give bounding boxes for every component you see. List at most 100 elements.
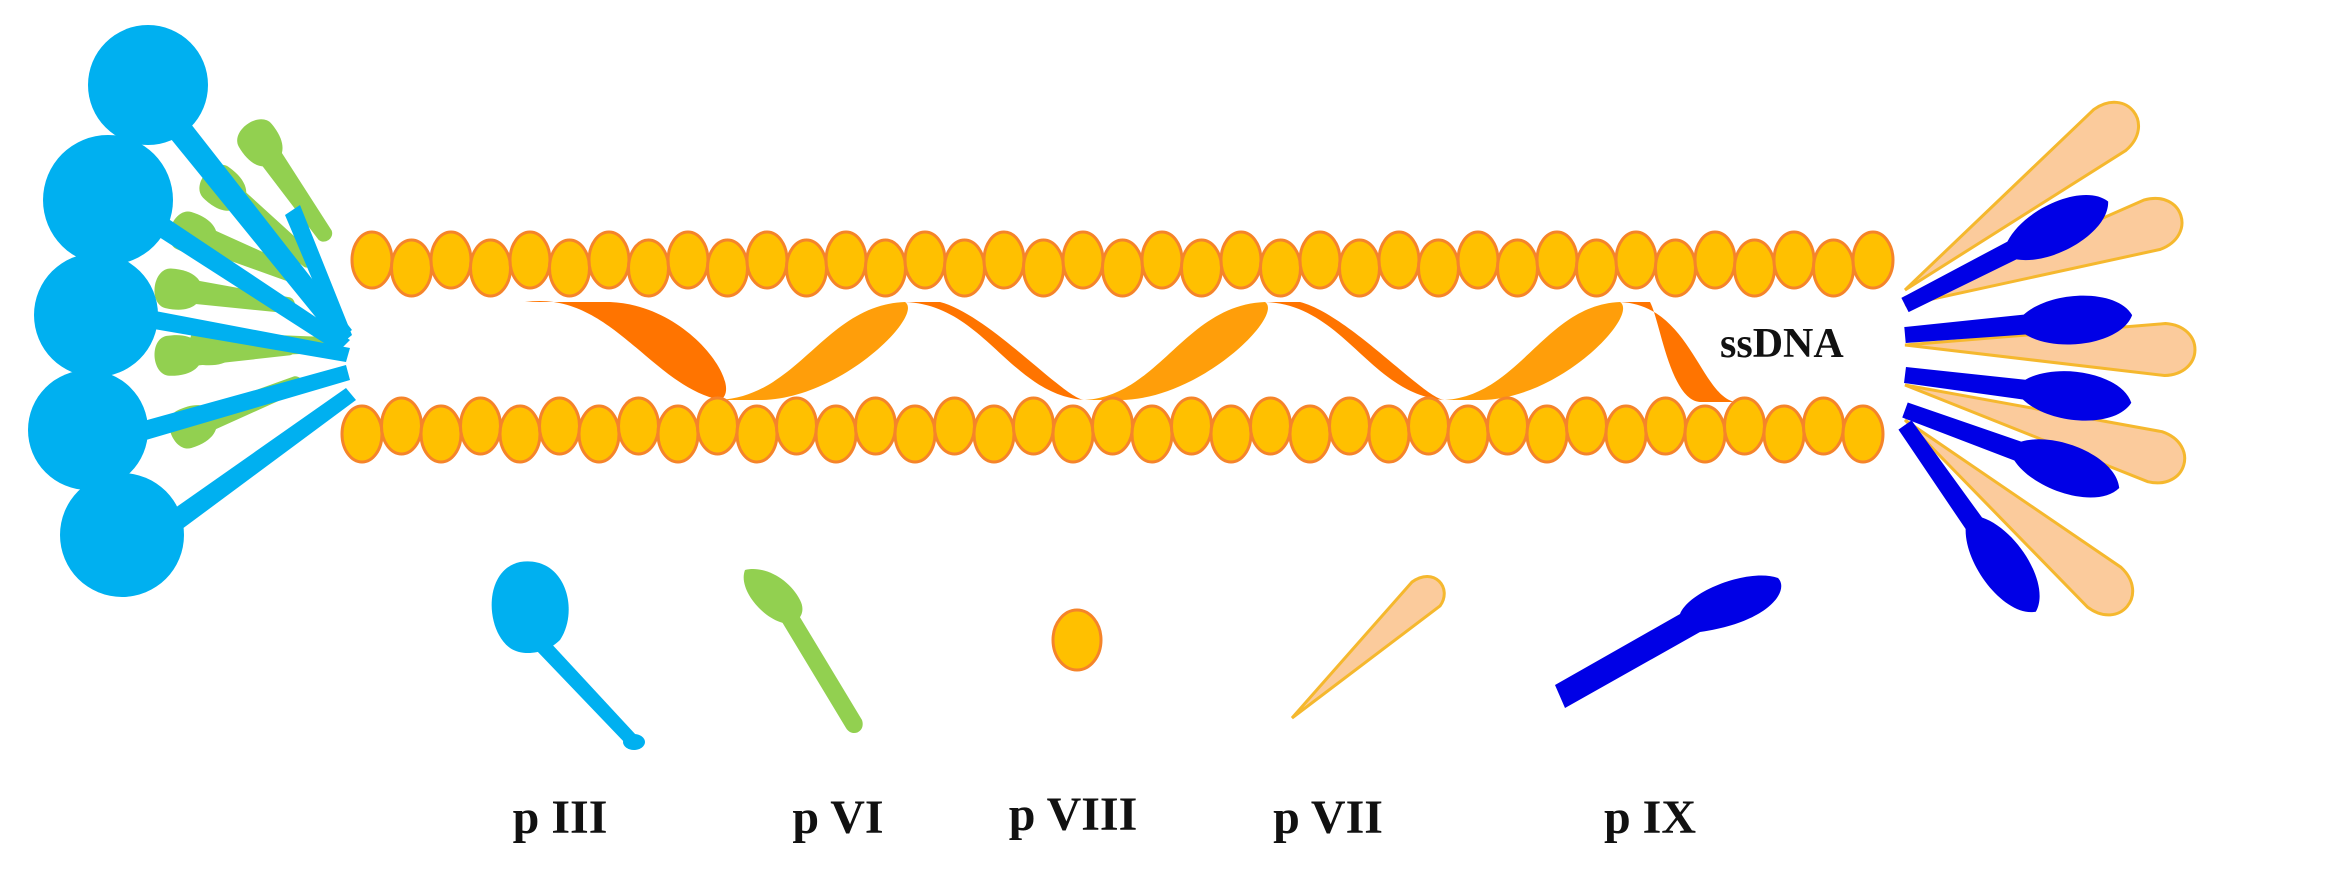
pviii-protein [1693, 230, 1737, 290]
pviii-protein [1130, 404, 1174, 464]
pviii-protein [1456, 230, 1500, 290]
pviii-protein [982, 230, 1026, 290]
pviii-protein [390, 238, 433, 298]
piii-stalk [285, 205, 352, 345]
pviii-protein [1496, 238, 1539, 298]
ssdna-helix [525, 300, 1735, 402]
pviii-protein [1565, 396, 1608, 456]
pviii-protein [1446, 404, 1490, 464]
pviii-protein [1535, 230, 1579, 290]
piii-stalk [140, 365, 350, 440]
pviii-protein [1486, 396, 1529, 456]
pviii-protein [469, 238, 512, 298]
piii-head [34, 253, 158, 377]
pviii-protein [1367, 404, 1411, 464]
legend-label-pviii: p VIII [1008, 788, 1138, 841]
legend-icon-pix [1555, 575, 1782, 708]
pviii-protein [459, 396, 502, 456]
legend-label-pix: p IX [1603, 791, 1697, 844]
pviii-protein [1525, 404, 1569, 464]
pviii-protein [1733, 238, 1776, 298]
legend-label-pvii: p VII [1273, 791, 1383, 844]
piii-head [28, 370, 148, 490]
pviii-protein [735, 404, 779, 464]
pviii-protein [893, 404, 937, 464]
pviii-protein [1140, 230, 1184, 290]
pviii-protein [587, 230, 631, 290]
pviii-protein [1338, 238, 1381, 298]
piii-stalk [165, 388, 356, 532]
pviii-protein [1180, 238, 1223, 298]
legend-label-piii: p III [512, 791, 608, 844]
pviii-protein [1101, 238, 1144, 298]
pviii-protein [1328, 396, 1371, 456]
legend-icon-piii [491, 561, 645, 750]
legend-icon-pvii [1290, 575, 1446, 720]
piii-head [60, 473, 184, 597]
pviii-protein [429, 230, 473, 290]
pviii-protein [814, 404, 858, 464]
pviii-protein [1575, 238, 1618, 298]
pviii-protein [577, 404, 621, 464]
pvii-cluster-right [1886, 89, 2197, 628]
pviii-protein [1219, 230, 1263, 290]
piii-stalk [145, 210, 350, 352]
pviii-protein [696, 396, 739, 456]
pviii-protein [785, 238, 828, 298]
piii-cluster-left [28, 25, 356, 597]
pviii-protein [933, 396, 976, 456]
pviii-protein [1417, 238, 1460, 298]
pviii-protein [350, 230, 394, 290]
pviii-protein [1604, 404, 1648, 464]
pviii-protein [1683, 404, 1727, 464]
pviii-protein [1091, 396, 1134, 456]
pviii-protein [1614, 230, 1658, 290]
pviii-protein [1762, 404, 1806, 464]
piii-head [43, 135, 173, 265]
pviii-protein [1051, 404, 1095, 464]
pviii-protein [1812, 238, 1855, 298]
pviii-protein [854, 396, 897, 456]
pviii-coat-bottom-row [340, 396, 1885, 464]
pviii-coat-top-row [350, 230, 1895, 298]
ssdna-label: ssDNA [1720, 321, 1844, 367]
pviii-protein [1723, 396, 1766, 456]
legend-icon-pvi [743, 569, 863, 734]
pviii-protein [1802, 396, 1845, 456]
pviii-protein [340, 404, 384, 464]
legend-label-pvi: p VI [792, 791, 884, 844]
pviii-protein [1772, 230, 1816, 290]
pviii-protein [943, 238, 986, 298]
pviii-protein [706, 238, 749, 298]
pviii-protein [1288, 404, 1332, 464]
pviii-protein [1012, 396, 1055, 456]
pviii-protein [1209, 404, 1253, 464]
pviii-protein [1170, 396, 1213, 456]
pviii-protein [1249, 396, 1292, 456]
pviii-protein [1644, 396, 1687, 456]
pviii-protein [824, 230, 868, 290]
pviii-protein [666, 230, 710, 290]
pviii-protein [380, 396, 423, 456]
pviii-protein [1654, 238, 1697, 298]
pviii-protein [538, 396, 581, 456]
pviii-protein [864, 238, 907, 298]
piii-stalk [148, 310, 350, 362]
pviii-protein [419, 404, 463, 464]
pviii-protein [617, 396, 660, 456]
pviii-protein [775, 396, 818, 456]
pviii-protein [972, 404, 1016, 464]
pviii-protein [1061, 230, 1105, 290]
pviii-protein [656, 404, 700, 464]
piii-stalk [162, 110, 352, 342]
pviii-protein [1022, 238, 1065, 298]
pviii-protein [498, 404, 542, 464]
pviii-protein [1407, 396, 1450, 456]
legend-icon-pviii [1051, 608, 1103, 672]
pviii-protein [627, 238, 670, 298]
pviii-protein [1851, 230, 1895, 290]
pviii-protein [1259, 238, 1302, 298]
pviii-protein [903, 230, 947, 290]
pviii-protein [1377, 230, 1421, 290]
